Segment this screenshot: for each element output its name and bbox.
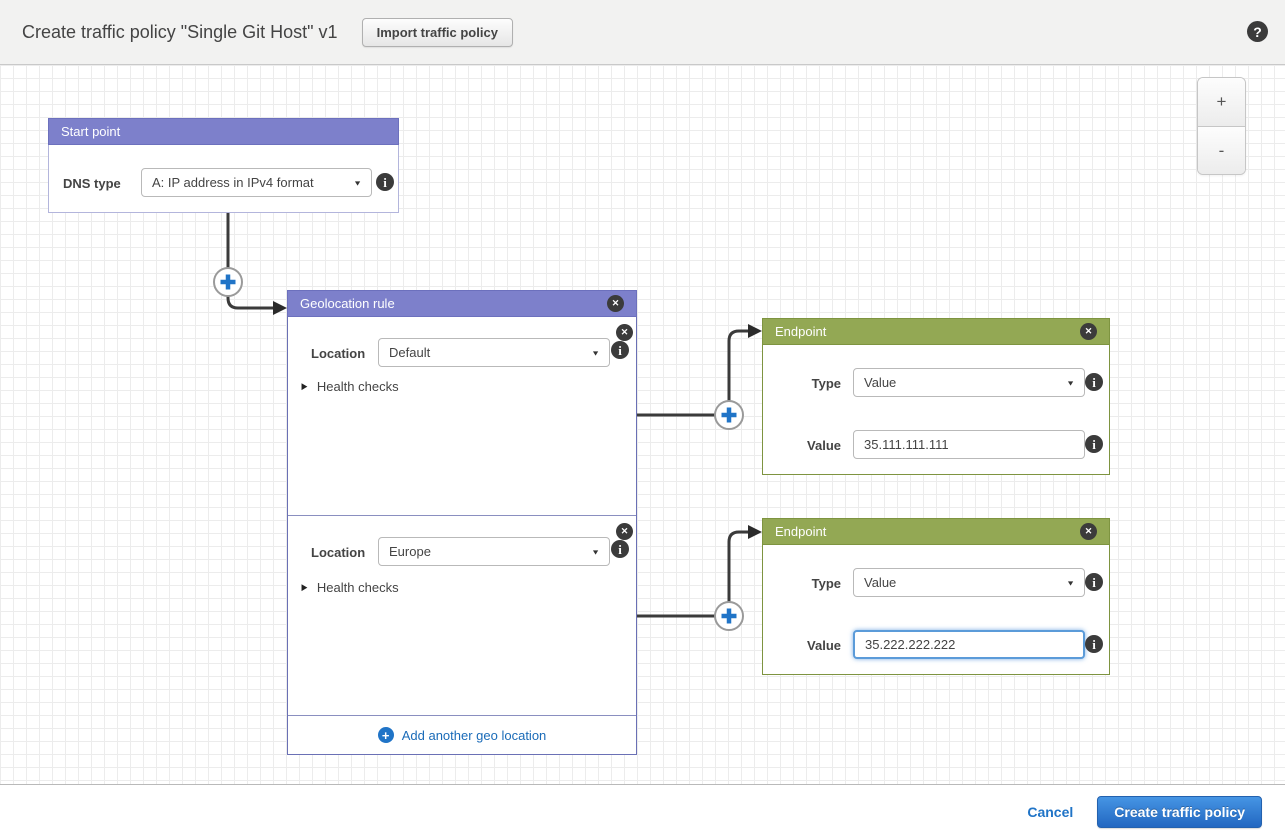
info-icon[interactable]: i	[1085, 373, 1103, 391]
endpoint-type-label: Type	[811, 376, 841, 391]
endpoint-type-value: Value	[864, 575, 897, 590]
close-icon[interactable]: ✕	[1080, 323, 1097, 340]
location-select[interactable]: Europe ▼	[378, 537, 610, 566]
endpoint-type-select[interactable]: Value ▼	[853, 368, 1085, 397]
add-endpoint-button-2[interactable]	[714, 601, 744, 631]
geo-section-default: ✕ Location Default ▼ i ▶ Health checks	[288, 317, 636, 515]
connector-rule-to-endpoint-1	[637, 329, 749, 417]
add-rule-button-1[interactable]	[213, 267, 243, 297]
create-traffic-policy-button[interactable]: Create traffic policy	[1097, 796, 1262, 828]
location-select[interactable]: Default ▼	[378, 338, 610, 367]
info-icon[interactable]: i	[611, 540, 629, 558]
endpoint-title: Endpoint	[775, 324, 827, 339]
top-bar: Create traffic policy "Single Git Host" …	[0, 0, 1285, 65]
close-icon[interactable]: ✕	[616, 324, 633, 341]
info-icon[interactable]: i	[611, 341, 629, 359]
policy-canvas[interactable]: + -	[0, 65, 1285, 785]
dns-type-label: DNS type	[63, 176, 121, 191]
info-icon[interactable]: i	[376, 173, 394, 191]
cancel-link[interactable]: Cancel	[1027, 804, 1074, 820]
page-title: Create traffic policy "Single Git Host" …	[22, 21, 338, 42]
location-value: Default	[389, 345, 431, 360]
endpoint-value-input[interactable]	[853, 430, 1085, 459]
endpoint-header: Endpoint ✕	[762, 318, 1110, 345]
endpoint-value-label: Value	[807, 638, 841, 653]
close-icon[interactable]: ✕	[616, 523, 633, 540]
health-checks-label: Health checks	[316, 580, 399, 595]
chevron-down-icon: ▼	[1066, 578, 1075, 587]
add-geo-location-label: Add another geo location	[401, 727, 547, 743]
health-checks-toggle[interactable]: ▶ Health checks	[301, 580, 399, 595]
location-label: Location	[311, 545, 366, 560]
location-value: Europe	[389, 544, 431, 559]
dns-type-select[interactable]: A: IP address in IPv4 format ▼	[141, 168, 372, 197]
plus-icon: +	[377, 727, 394, 743]
zoom-controls: + -	[1197, 77, 1246, 175]
endpoint-value-input[interactable]	[853, 630, 1085, 659]
start-point-card: Start point DNS type A: IP address in IP…	[48, 118, 399, 213]
health-checks-toggle[interactable]: ▶ Health checks	[301, 379, 399, 394]
info-icon[interactable]: i	[1085, 435, 1103, 453]
start-point-header: Start point	[48, 118, 399, 145]
close-icon[interactable]: ✕	[607, 295, 624, 312]
start-point-title: Start point	[61, 124, 121, 139]
dns-type-value: A: IP address in IPv4 format	[152, 175, 314, 190]
close-icon[interactable]: ✕	[1080, 523, 1097, 540]
import-traffic-policy-button[interactable]: Import traffic policy	[361, 17, 513, 47]
zoom-in-button[interactable]: +	[1198, 78, 1245, 126]
arrowhead-icon	[748, 525, 762, 539]
endpoint-header: Endpoint ✕	[762, 518, 1110, 545]
disclosure-triangle-icon: ▶	[301, 381, 308, 391]
geolocation-rule-title: Geolocation rule	[300, 296, 395, 311]
health-checks-label: Health checks	[316, 379, 399, 394]
chevron-down-icon: ▼	[591, 547, 600, 556]
endpoint-value-label: Value	[807, 438, 841, 453]
info-icon[interactable]: i	[1085, 573, 1103, 591]
info-icon[interactable]: i	[1085, 635, 1103, 653]
endpoint-card-2: Endpoint ✕ Type Value ▼ i Value i	[762, 518, 1110, 675]
location-label: Location	[311, 346, 366, 361]
endpoint-card-1: Endpoint ✕ Type Value ▼ i Value i	[762, 318, 1110, 475]
connector-start-to-rule	[226, 213, 274, 310]
geolocation-rule-card: Geolocation rule ✕ ✕ Location Default ▼ …	[287, 290, 637, 755]
endpoint-type-select[interactable]: Value ▼	[853, 568, 1085, 597]
chevron-down-icon: ▼	[591, 348, 600, 357]
zoom-out-button[interactable]: -	[1198, 126, 1245, 174]
endpoint-type-value: Value	[864, 375, 897, 390]
chevron-down-icon: ▼	[1066, 378, 1075, 387]
arrowhead-icon	[748, 324, 762, 338]
endpoint-type-label: Type	[811, 576, 841, 591]
endpoint-title: Endpoint	[775, 524, 827, 539]
connector-rule-to-endpoint-2	[637, 530, 749, 618]
geo-section-europe: ✕ Location Europe ▼ i ▶ Health checks	[288, 515, 636, 715]
arrowhead-icon	[273, 301, 287, 315]
geolocation-rule-header: Geolocation rule ✕	[287, 290, 637, 317]
chevron-down-icon: ▼	[353, 178, 362, 187]
add-geo-location-link[interactable]: + Add another geo location	[288, 715, 636, 754]
help-icon[interactable]: ?	[1247, 21, 1268, 42]
disclosure-triangle-icon: ▶	[301, 582, 308, 592]
add-endpoint-button-1[interactable]	[714, 400, 744, 430]
footer-bar: Cancel Create traffic policy	[0, 786, 1285, 838]
